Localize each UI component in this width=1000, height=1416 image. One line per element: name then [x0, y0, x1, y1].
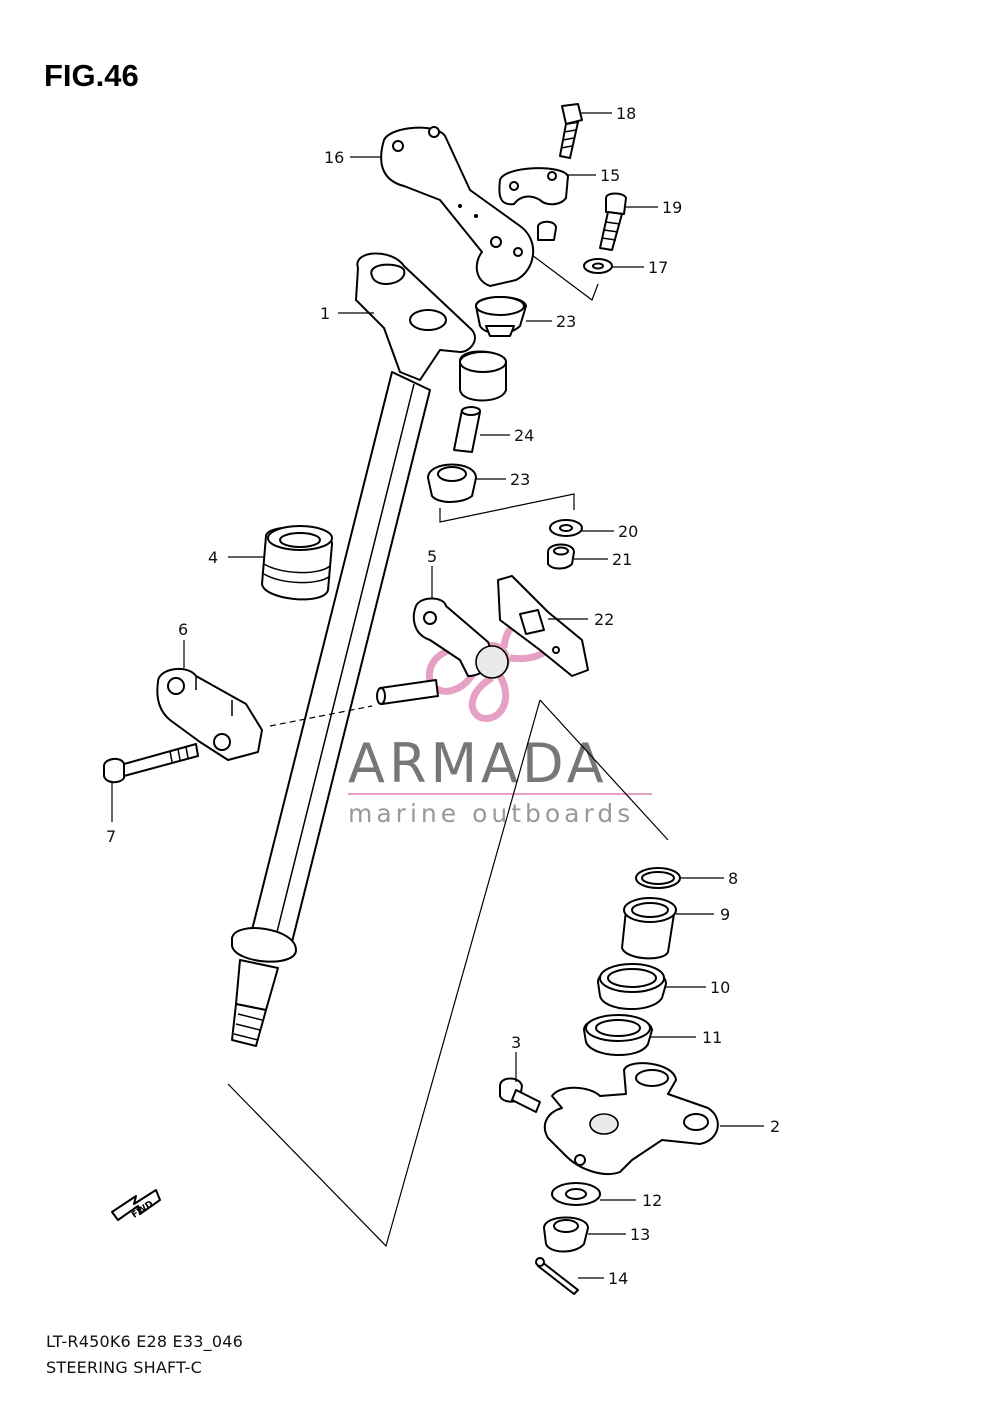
model-code: LT-R450K6 E28 E33_046	[46, 1332, 243, 1351]
callout-11: 11	[702, 1028, 722, 1047]
seal-11	[583, 1014, 653, 1056]
washer-12	[551, 1182, 601, 1206]
bolt-18	[559, 103, 583, 159]
fwd-arrow-icon: FWD	[111, 1189, 161, 1221]
holder-5	[412, 597, 509, 679]
cable-guide-22	[497, 575, 589, 677]
callout-labels: 1 2 3 4 5 6 7 8 9 10 11 12 13 14 15 16 1…	[106, 104, 780, 1288]
callout-8: 8	[728, 869, 738, 888]
callout-24: 24	[514, 426, 534, 445]
callout-3: 3	[511, 1033, 521, 1052]
watermark-brand: ARMADA	[348, 732, 608, 795]
handlebar-clamp	[498, 167, 569, 241]
callout-leaders	[111, 112, 764, 1279]
nut-21	[547, 543, 575, 570]
holder-6	[156, 667, 263, 761]
callout-23-lower: 23	[510, 470, 530, 489]
bolt-3	[499, 1077, 541, 1113]
callout-16: 16	[324, 148, 344, 167]
figure-name: STEERING SHAFT-C	[46, 1358, 202, 1377]
washer-17	[583, 258, 613, 274]
assembly-lines	[227, 245, 669, 1248]
boot-4	[261, 525, 333, 601]
callout-22: 22	[594, 610, 614, 629]
callout-1: 1	[320, 304, 330, 323]
callout-23-upper: 23	[556, 312, 576, 331]
figure-title: FIG.46	[44, 58, 139, 93]
callout-9: 9	[720, 905, 730, 924]
callout-20: 20	[618, 522, 638, 541]
pin	[376, 679, 439, 705]
callout-2: 2	[770, 1117, 780, 1136]
cushion-upper	[475, 296, 527, 337]
callout-21: 21	[612, 550, 632, 569]
callout-18: 18	[616, 104, 636, 123]
callout-7: 7	[106, 827, 116, 846]
bolt-19	[599, 192, 627, 251]
callout-13: 13	[630, 1225, 650, 1244]
cushion-lower	[427, 463, 477, 503]
callout-10: 10	[710, 978, 730, 997]
seal-10	[597, 963, 667, 1010]
callout-12: 12	[642, 1191, 662, 1210]
cotter-pin-14	[535, 1257, 579, 1295]
shaft-end-arm	[543, 1062, 719, 1175]
callout-15: 15	[600, 166, 620, 185]
callout-19: 19	[662, 198, 682, 217]
callout-17: 17	[648, 258, 668, 277]
steering-shaft	[231, 252, 507, 1047]
spacer-24	[453, 406, 481, 453]
seal-8	[635, 867, 681, 889]
callout-5: 5	[427, 547, 437, 566]
nut-13	[543, 1216, 589, 1253]
bolt-7	[103, 743, 199, 784]
callout-14: 14	[608, 1269, 628, 1288]
callout-4: 4	[208, 548, 218, 567]
washer-20	[549, 519, 583, 537]
callout-6: 6	[178, 620, 188, 639]
watermark-tagline: marine outboards	[348, 799, 634, 828]
bushing-9	[621, 897, 677, 960]
handlebar-holder	[380, 126, 535, 287]
